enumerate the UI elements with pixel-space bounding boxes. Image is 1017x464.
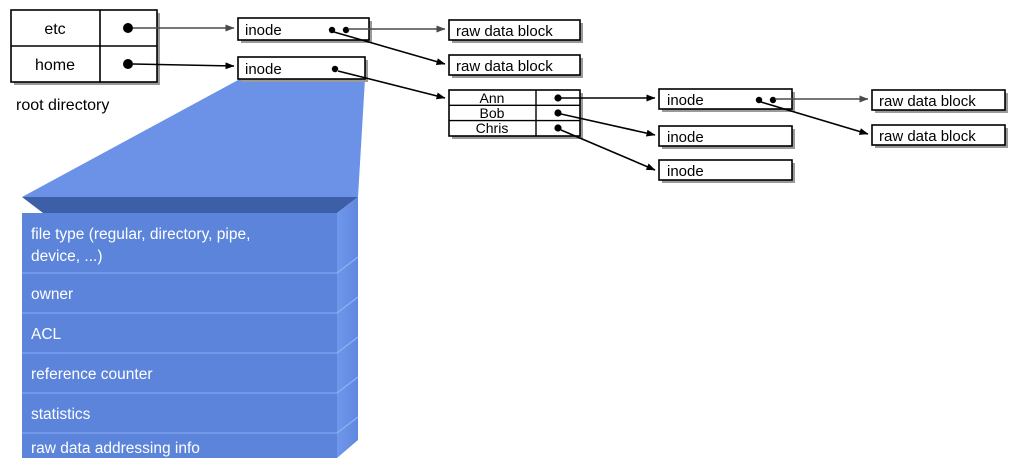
arrow-home-to-inode [132,62,235,70]
inode-etc-label: inode [245,22,282,39]
raw-data-block-left-2: raw data block [448,54,583,78]
pointer-dot-icon [342,26,350,34]
inode-box-ann: inode [658,88,795,112]
panel-side-face [337,197,358,458]
pointer-dot-icon [554,94,562,102]
root-directory-caption: root directory [16,97,109,114]
inode-chris-label: inode [667,163,704,180]
raw-block-right-2-label: raw data block [879,128,976,145]
inode-box-etc: inode [237,17,372,43]
raw-data-block-right-2: raw data block [871,124,1008,148]
arrow-inode-dot1-to-rawblock-right2 [760,101,869,135]
home-directory-table: Ann Bob Chris [448,89,583,139]
pointer-dot-icon [755,96,763,104]
panel-row-1 [22,273,337,313]
inode-box-home: inode [237,56,368,82]
home-row-2-name: Chris [476,120,509,136]
pointer-dot-icon [331,65,339,73]
inode-box-bob: inode [658,125,795,149]
pointer-dot-icon [123,59,133,69]
home-row-0-name: Ann [480,90,505,106]
pointer-dot-icon [554,124,562,132]
root-row-1-name: home [35,57,75,74]
panel-row-3 [22,353,337,393]
arrow-etc-dot1-to-rawblock2 [333,31,446,66]
pointer-dot-icon [554,109,562,117]
arrow-home-inode-to-home-directory [337,70,446,100]
inode-home-body [237,56,366,80]
inode-home-label: inode [245,61,282,78]
panel-field-5-line1: raw data addressing info [31,440,200,457]
arrow-bob-to-inode [560,113,656,137]
callout-wedge [22,79,365,197]
arrow-chris-to-inode [560,129,656,171]
panel-field-4-line1: statistics [31,406,91,423]
home-row-1-name: Bob [480,105,505,121]
raw-block-right-1-label: raw data block [879,93,976,110]
panel-field-0-line2: device, ...) [31,248,103,265]
raw-data-block-left-1: raw data block [448,19,583,43]
root-row-0-name: etc [44,21,65,38]
raw-block-left-2-label: raw data block [456,58,553,75]
pointer-dot-icon [769,96,777,104]
panel-field-3-line1: reference counter [31,366,153,383]
root-directory-table: etc home root directory [10,9,160,114]
inode-ann-label: inode [667,92,704,109]
panel-field-1-line1: owner [31,286,73,303]
panel-top-bevel [22,197,358,213]
inode-box-chris: inode [658,159,795,183]
panel-row-2 [22,313,337,353]
pointer-dot-icon [328,26,336,34]
panel-row-5 [22,433,337,458]
inode-bob-label: inode [667,129,704,146]
panel-field-0-line1: file type (regular, directory, pipe, [31,226,250,243]
pointer-dot-icon [123,23,133,33]
panel-field-2-line1: ACL [31,326,62,343]
raw-data-block-right-1: raw data block [871,89,1008,113]
raw-block-left-1-label: raw data block [456,23,553,40]
panel-row-4 [22,393,337,433]
panel-row-0 [22,213,337,273]
inode-detail-panel: file type (regular, directory, pipe, dev… [22,197,359,458]
